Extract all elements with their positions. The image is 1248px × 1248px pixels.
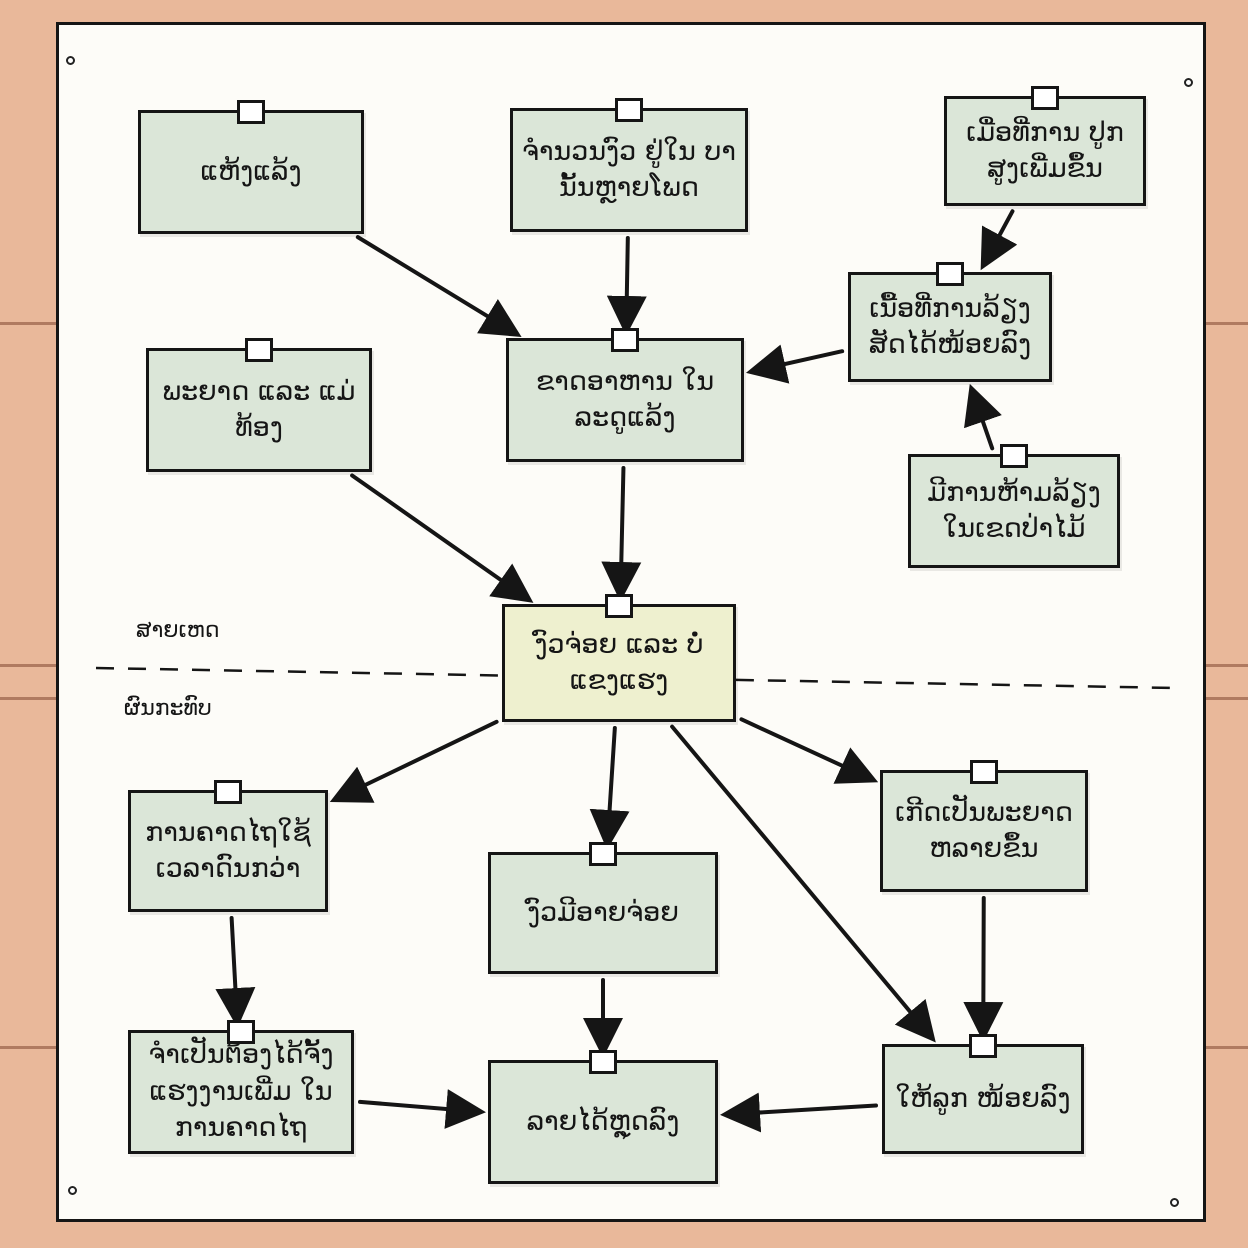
arrow-n8-to-n14 bbox=[670, 724, 936, 1043]
node-label: ແຫ້ງແລ້ງ bbox=[200, 155, 302, 187]
pin-icon bbox=[68, 1186, 77, 1195]
node-label: ງົວຈ່ອຍ ແລະ ບໍ່ແຂງແຮງ bbox=[534, 628, 704, 696]
pin-icon bbox=[1184, 78, 1193, 87]
node-plowing-takes-longer: ການຄາດໄຖໃຊ້ ເວລາດົນກວ່າ bbox=[128, 780, 328, 912]
tape-icon bbox=[245, 338, 273, 362]
tape-icon bbox=[589, 1050, 617, 1074]
tape-icon bbox=[214, 780, 242, 804]
node-cattle-die-young: ງົວມີອາຍຈ່ອຍ bbox=[488, 842, 718, 974]
node-label: ຂາດອາຫານ ໃນລະດູແລ້ງ bbox=[535, 365, 715, 433]
node-grazing-land-reduced: ເນື້ອທີ່ການລ້ຽງ ສັດໄດ້ໜ້ອຍລົງ bbox=[848, 262, 1052, 382]
tape-icon bbox=[1031, 86, 1059, 110]
node-dry-season-food-shortage: ຂາດອາຫານ ໃນລະດູແລ້ງ bbox=[506, 328, 744, 462]
node-label: ມີການຫ້າມລ້ຽງ ໃນເຂດປ່າໄມ້ bbox=[927, 476, 1101, 544]
node-drought: ແຫ້ງແລ້ງ bbox=[138, 100, 364, 234]
tape-icon bbox=[589, 842, 617, 866]
node-more-disease: ເກີດເປັນພະຍາດ ຫລາຍຂຶ້ນ bbox=[880, 760, 1088, 892]
tape-icon bbox=[970, 760, 998, 784]
node-label: ຈຳເປັນຕ້ອງໄດ້ຈັ້ງ ແຮງງານເພີ່ມ ໃນການຄາດໄຖ bbox=[148, 1039, 334, 1144]
arrow-n1-to-n6 bbox=[355, 235, 522, 337]
arrow-n8-to-n11 bbox=[739, 717, 879, 784]
arrow-n7-to-n4 bbox=[964, 383, 1002, 451]
node-label: ຈຳນວນງົວ ຢູ່ໃນ ບານັ້ນຫຼາຍໂພດ bbox=[522, 135, 736, 203]
node-core-problem: ງົວຈ່ອຍ ແລະ ບໍ່ແຂງແຮງ bbox=[502, 594, 736, 722]
node-forest-grazing-ban: ມີການຫ້າມລ້ຽງ ໃນເຂດປ່າໄມ້ bbox=[908, 444, 1120, 568]
node-label: ໃຫ້ລູກ ໜ້ອຍລົງ bbox=[895, 1082, 1071, 1114]
node-label: ພະຍາດ ແລະ ແມ່ທ້ອງ bbox=[162, 375, 356, 443]
arrow-n9-to-n12 bbox=[215, 915, 256, 1029]
arrow-n4-to-n6 bbox=[745, 344, 845, 384]
node-label: ເມື່ອທີ່ການ ປູກ ສູງເພີ່ມຂຶ້ນ bbox=[966, 116, 1124, 184]
effects-label: ຜົນກະທົບ bbox=[124, 696, 212, 721]
arrow-n6-to-n8 bbox=[601, 465, 642, 603]
node-fewer-calves: ໃຫ້ລູກ ໜ້ອຍລົງ bbox=[882, 1034, 1084, 1154]
arrow-n11-to-n14 bbox=[963, 895, 1004, 1043]
node-extra-plowing-labor: ຈຳເປັນຕ້ອງໄດ້ຈັ້ງ ແຮງງານເພີ່ມ ໃນການຄາດໄຖ bbox=[128, 1020, 354, 1154]
arrow-n12-to-n13 bbox=[357, 1089, 487, 1129]
arrow-n14-to-n13 bbox=[719, 1092, 879, 1133]
arrow-n5-to-n8 bbox=[350, 473, 534, 603]
tape-icon bbox=[237, 100, 265, 124]
node-income-decreases: ລາຍໄດ້ຫຼຸດລົງ bbox=[488, 1050, 718, 1184]
causes-label: ສາຍເຫດ bbox=[136, 618, 220, 643]
pin-icon bbox=[66, 56, 75, 65]
tape-icon bbox=[615, 98, 643, 122]
arrow-n2-to-n6 bbox=[606, 235, 647, 337]
tape-icon bbox=[605, 594, 633, 618]
node-farmland-increases: ເມື່ອທີ່ການ ປູກ ສູງເພີ່ມຂຶ້ນ bbox=[944, 86, 1146, 206]
arrow-n3-to-n4 bbox=[980, 209, 1018, 271]
tape-icon bbox=[227, 1020, 255, 1044]
divider-dashed-line bbox=[95, 666, 1176, 690]
node-label: ງົວມີອາຍຈ່ອຍ bbox=[527, 896, 679, 928]
pin-icon bbox=[1170, 1198, 1179, 1207]
arrow-n8-to-n9 bbox=[329, 719, 499, 803]
node-label: ການຄາດໄຖໃຊ້ ເວລາດົນກວ່າ bbox=[145, 816, 311, 884]
tape-icon bbox=[1000, 444, 1028, 468]
tape-icon bbox=[969, 1034, 997, 1058]
arrow-n8-to-n10 bbox=[589, 725, 630, 851]
node-disease-and-parasites: ພະຍາດ ແລະ ແມ່ທ້ອງ bbox=[146, 338, 372, 472]
node-label: ລາຍໄດ້ຫຼຸດລົງ bbox=[526, 1105, 680, 1137]
tape-icon bbox=[936, 262, 964, 286]
node-label: ເນື້ອທີ່ການລ້ຽງ ສັດໄດ້ໜ້ອຍລົງ bbox=[868, 292, 1032, 360]
tape-icon bbox=[611, 328, 639, 352]
node-too-many-cattle: ຈຳນວນງົວ ຢູ່ໃນ ບານັ້ນຫຼາຍໂພດ bbox=[510, 98, 748, 232]
node-label: ເກີດເປັນພະຍາດ ຫລາຍຂຶ້ນ bbox=[895, 796, 1073, 864]
